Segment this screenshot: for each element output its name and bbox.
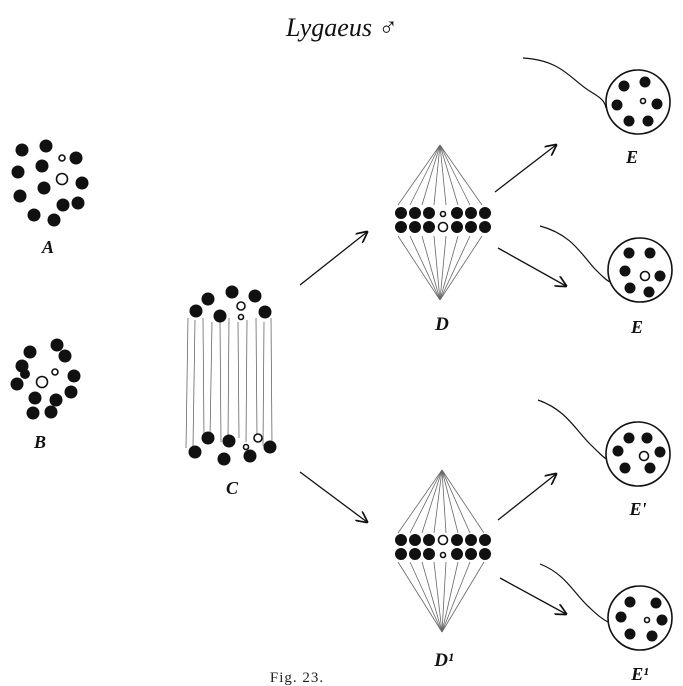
label-e-bottom: E¹ [630, 664, 648, 684]
sperm-e-second [539, 225, 673, 303]
sperm-e-third [537, 399, 671, 487]
label-e-top: E [625, 147, 638, 167]
figure-caption: Fig. 23. [270, 670, 324, 686]
label-c: C [226, 478, 239, 498]
label-e-second: E [630, 317, 643, 337]
group-b-chromosomes [10, 338, 81, 420]
label-b: B [33, 432, 46, 452]
arrow-d1-to-e-third [497, 474, 556, 521]
sperm-e-top [522, 57, 671, 135]
sperm-e-bottom [539, 563, 673, 651]
figure-title: Lygaeus ♂ [285, 13, 398, 42]
group-d1-spindle-fibers [397, 469, 485, 633]
group-a-chromosomes [11, 139, 89, 227]
group-c-anaphase [185, 285, 277, 466]
label-a: A [41, 237, 54, 257]
label-d1: D¹ [433, 650, 454, 671]
group-d-metaphase [395, 144, 491, 301]
arrow-c-to-d [299, 232, 367, 286]
arrow-c-to-d1 [299, 471, 367, 522]
arrow-d1-to-e-bottom [499, 577, 566, 614]
arrow-d-to-e-top [494, 145, 556, 193]
group-d1-metaphase [395, 469, 491, 633]
group-c-spindle-fibers [185, 317, 273, 449]
group-d-spindle-fibers [397, 144, 483, 301]
label-e-third: E' [628, 499, 646, 519]
arrow-d-to-e-second [497, 247, 566, 286]
label-d: D [434, 314, 449, 335]
